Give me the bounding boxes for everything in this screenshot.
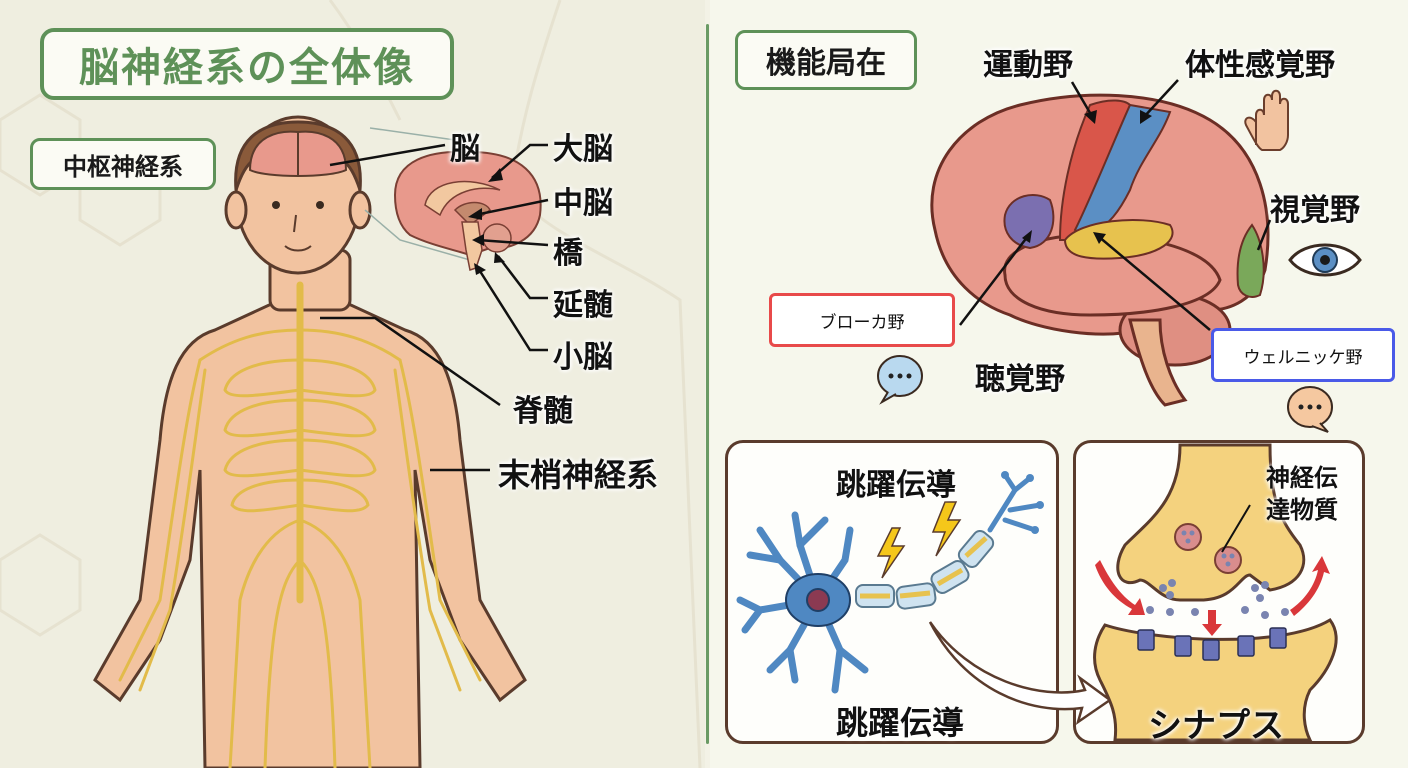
neuron-icon <box>736 471 1044 694</box>
neurotransmitter-label-line2: 達物質 <box>1266 496 1338 524</box>
label-cerebrum: 大脳 <box>553 132 613 167</box>
cns-label-box: 中枢神経系 <box>30 138 216 190</box>
label-cerebellum: 小脳 <box>553 340 613 375</box>
speech-bubble-icon-orange <box>1287 386 1333 433</box>
label-midbrain: 中脳 <box>553 186 613 221</box>
transition-arrow-icon <box>928 621 1113 725</box>
label-motor-cortex: 運動野 <box>983 48 1073 83</box>
lightning-icon <box>876 501 962 579</box>
cns-label: 中枢神経系 <box>63 152 183 181</box>
saltatory-conduction-top-label: 跳躍伝導 <box>836 468 956 503</box>
label-brain: 脳 <box>450 132 480 167</box>
functional-localization-title: 機能局在 <box>766 46 886 81</box>
label-wernicke-area: ウェルニッケ野 <box>1243 347 1363 368</box>
label-auditory-cortex: 聴覚野 <box>975 362 1065 397</box>
page-title: 脳神経系の全体像 <box>79 45 415 91</box>
eye-icon <box>1288 243 1362 277</box>
speech-bubble-icon-blue <box>877 355 923 405</box>
broca-area-callout: ブローカ野 <box>769 293 955 347</box>
label-broca-area: ブローカ野 <box>819 312 905 333</box>
neurotransmitter-label-line1: 神経伝 <box>1266 464 1338 492</box>
label-pons: 橋 <box>553 236 583 271</box>
saltatory-conduction-bottom-label: 跳躍伝導 <box>836 704 965 742</box>
functional-localization-title-box: 機能局在 <box>735 30 917 90</box>
label-peripheral-nervous-system: 末梢神経系 <box>498 456 659 494</box>
label-visual-cortex: 視覚野 <box>1270 193 1360 228</box>
wernicke-area-callout: ウェルニッケ野 <box>1211 328 1395 382</box>
label-somatosensory-cortex: 体性感覚野 <box>1185 48 1335 83</box>
label-medulla: 延髄 <box>553 288 613 323</box>
section-divider <box>706 24 709 744</box>
synapse-label: シナプス <box>1148 706 1284 746</box>
page-title-box: 脳神経系の全体像 <box>40 28 454 100</box>
hand-icon <box>1244 89 1289 151</box>
label-spinal-cord: 脊髄 <box>513 394 573 429</box>
